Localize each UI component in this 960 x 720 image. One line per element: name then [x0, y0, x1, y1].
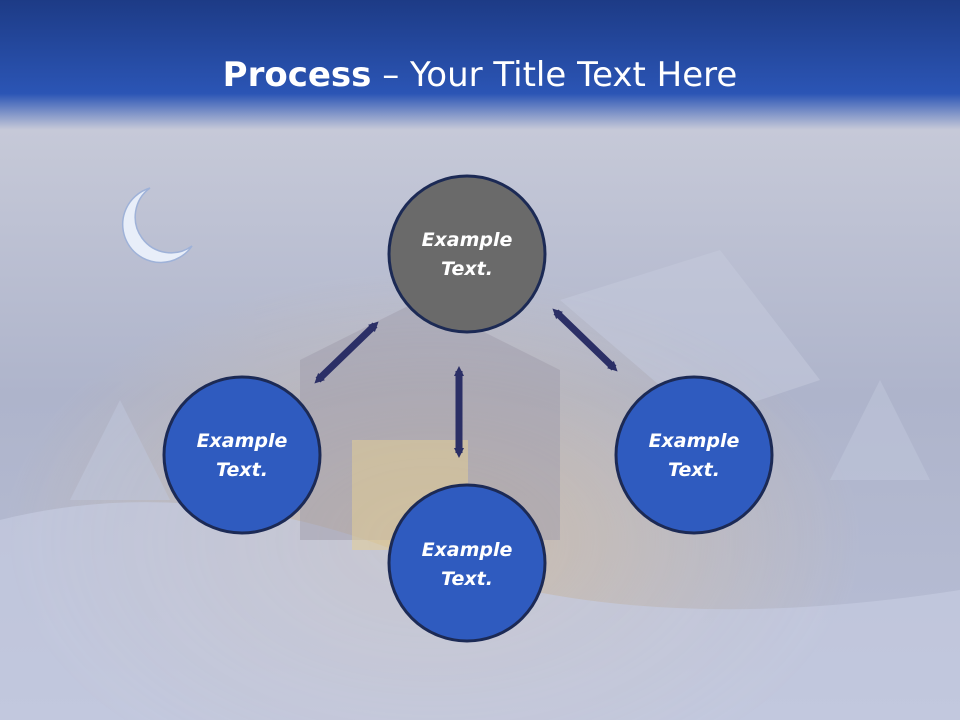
node-top-line2: Text.	[441, 258, 493, 280]
node-left-line2: Text.	[216, 459, 268, 481]
title-dash: –	[371, 55, 411, 95]
node-bottom-line1: Example	[422, 539, 513, 561]
arrow-left-top	[314, 321, 379, 384]
node-right: Example Text.	[614, 375, 774, 535]
node-bottom: Example Text.	[387, 483, 547, 643]
node-bottom-circle	[387, 483, 547, 643]
moon-icon	[121, 187, 193, 264]
node-right-line1: Example	[649, 430, 740, 452]
title-bold: Process	[222, 55, 372, 95]
title-rest: Your Title Text Here	[410, 55, 738, 95]
node-bottom-line2: Text.	[441, 568, 493, 590]
node-top-line1: Example	[422, 229, 513, 251]
slide-title: Process – Your Title Text Here	[0, 52, 960, 98]
connector-arrows	[314, 308, 618, 458]
node-left-line1: Example	[197, 430, 288, 452]
node-right-line2: Text.	[668, 459, 720, 481]
node-right-circle	[614, 375, 774, 535]
node-left: Example Text.	[162, 375, 322, 535]
node-top: Example Text.	[387, 174, 547, 334]
node-left-circle	[162, 375, 322, 535]
node-top-circle	[387, 174, 547, 334]
arrow-top-right	[552, 308, 618, 372]
